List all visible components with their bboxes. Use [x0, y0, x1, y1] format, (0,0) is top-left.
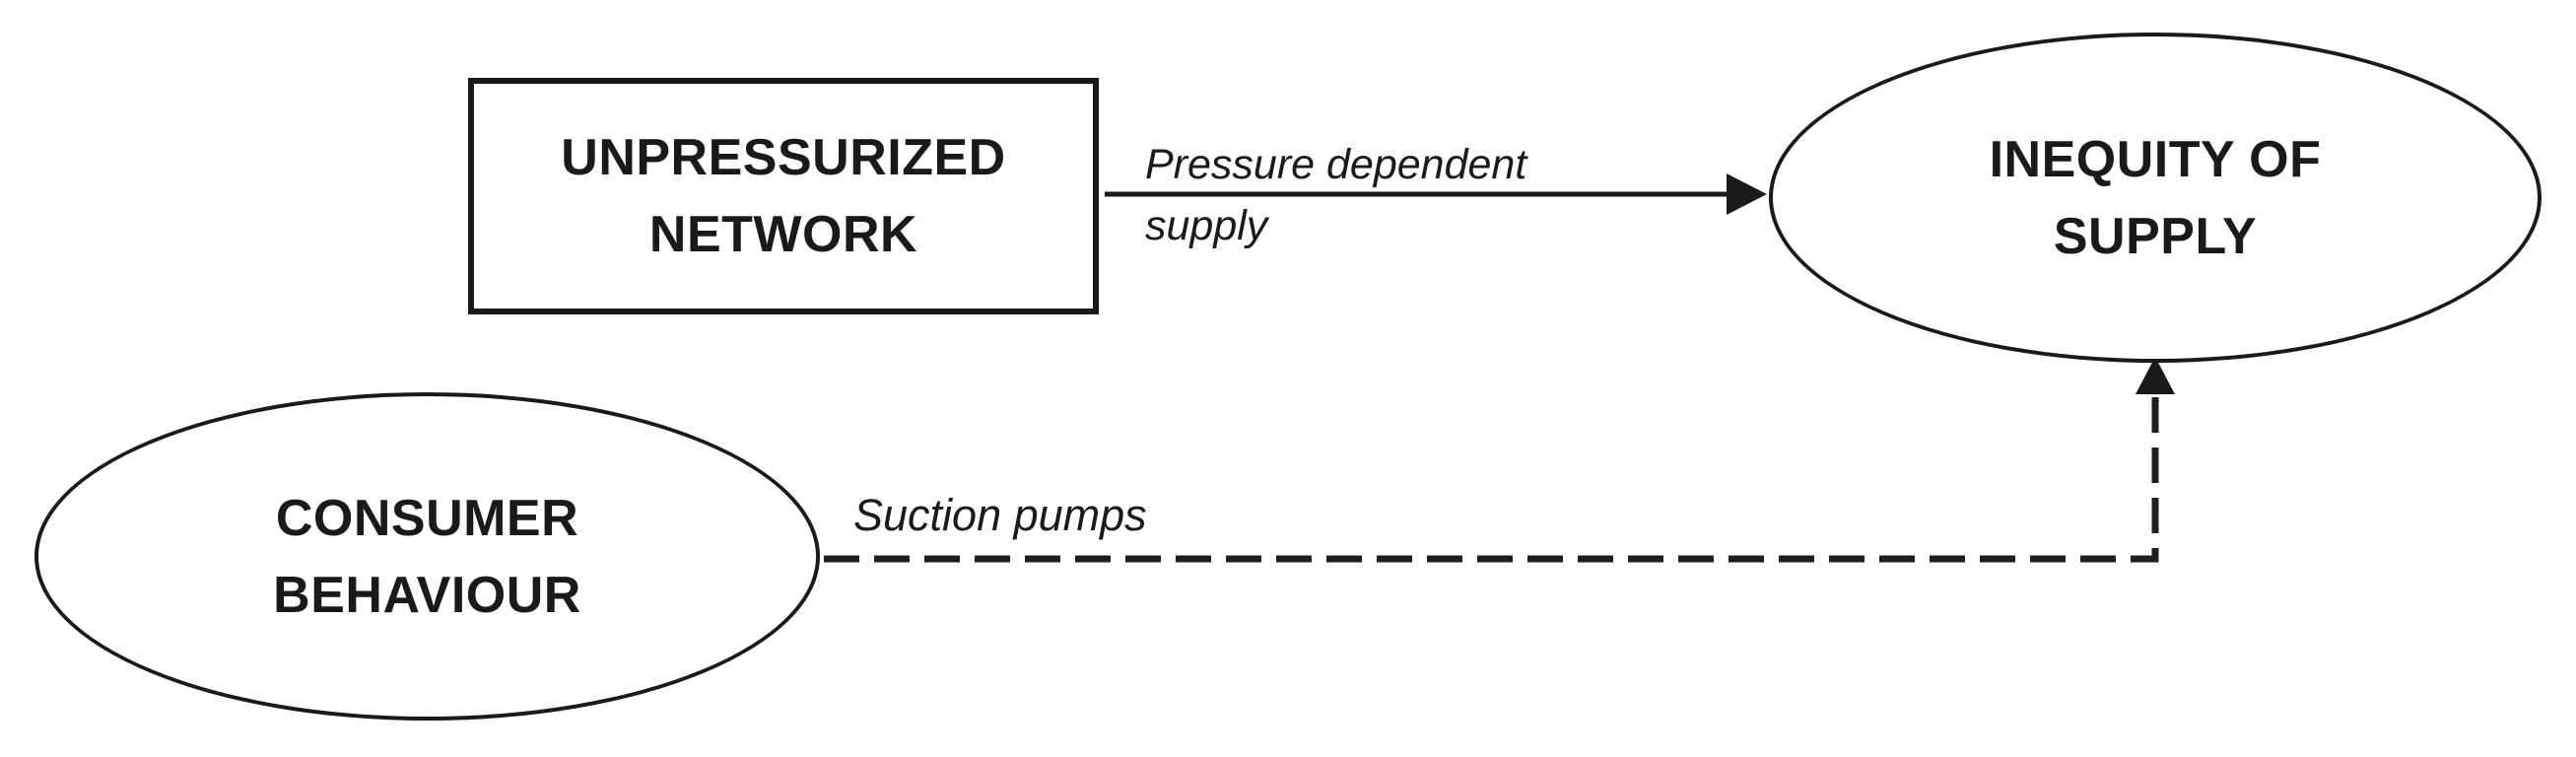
edge-label-pressure-dependent-supply: Pressure dependent supply [1145, 134, 1526, 256]
node-inequity-of-supply-line1: INEQUITY OF [1989, 130, 2322, 188]
node-consumer-behaviour: CONSUMER BEHAVIOUR [34, 392, 820, 721]
arrowhead-right-icon [1727, 173, 1767, 215]
edge-label-pressure-line1: Pressure dependent [1145, 141, 1527, 188]
node-inequity-of-supply-line2: SUPPLY [2053, 207, 2258, 265]
node-unpressurized-network-line2: NETWORK [648, 206, 918, 263]
edge-label-suction-pumps: Suction pumps [853, 490, 1147, 540]
node-unpressurized-network-line1: UNPRESSURIZED [561, 129, 1006, 186]
node-consumer-behaviour-line2: BEHAVIOUR [273, 566, 581, 624]
node-inequity-of-supply: INEQUITY OF SUPPLY [1769, 33, 2542, 363]
node-consumer-behaviour-line1: CONSUMER [275, 489, 579, 547]
node-unpressurized-network: UNPRESSURIZED NETWORK [468, 78, 1099, 314]
edge-label-pressure-line2: supply [1145, 202, 1268, 249]
